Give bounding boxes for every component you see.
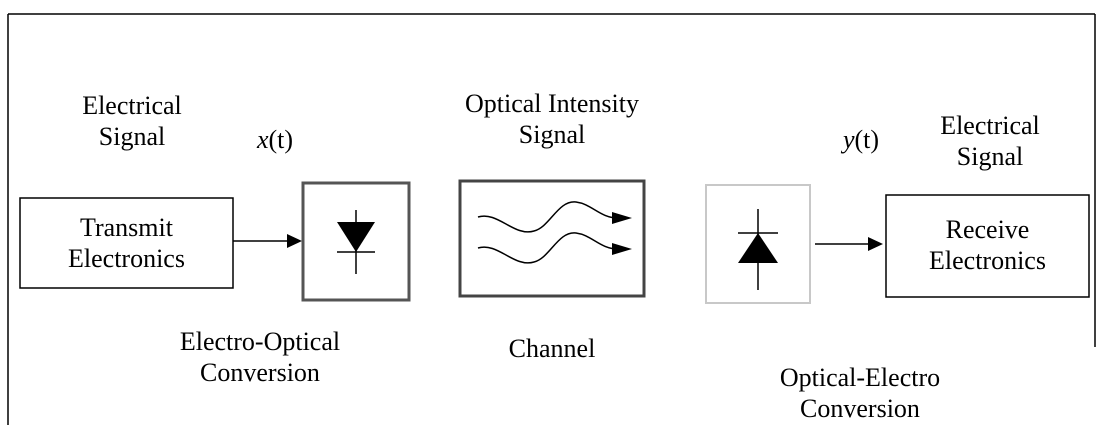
receive-line1: Receive xyxy=(945,215,1030,244)
transmit-line2: Electronics xyxy=(68,244,185,273)
x-signal-variable: x xyxy=(256,125,269,154)
y-signal-argument: (t) xyxy=(854,125,880,154)
electrical-signal-right-line2: Signal xyxy=(956,142,1024,171)
y-signal-label: y(t) xyxy=(826,124,896,155)
led-diode-icon xyxy=(337,210,375,274)
receive-electronics-label: Receive Electronics xyxy=(886,214,1089,276)
channel-label: Channel xyxy=(508,334,596,363)
optical-intensity-signal-label: Optical Intensity Signal xyxy=(432,88,672,150)
optical-wave-icon xyxy=(477,201,619,264)
x-signal-argument: (t) xyxy=(268,125,294,154)
optical-intensity-line2: Signal xyxy=(518,120,586,149)
electrical-signal-right-line1: Electrical xyxy=(940,111,1040,140)
electro-optical-conversion-label: Electro-Optical Conversion xyxy=(140,326,380,388)
arrowhead-transmit-to-led xyxy=(287,234,302,248)
transmit-line1: Transmit xyxy=(80,213,173,242)
electro-optical-line2: Conversion xyxy=(200,358,320,387)
y-signal-variable: y xyxy=(842,125,855,154)
electro-optical-line1: Electro-Optical xyxy=(179,327,341,356)
photodiode-icon xyxy=(738,209,778,290)
receive-line2: Electronics xyxy=(929,246,1046,275)
led-box xyxy=(301,181,411,302)
optical-electro-conversion-label: Optical-Electro Conversion xyxy=(740,362,980,424)
receive-electronics-box xyxy=(885,194,1090,298)
optical-electro-line2: Conversion xyxy=(800,394,920,423)
optical-electro-line1: Optical-Electro xyxy=(779,363,941,392)
electrical-signal-left-line2: Signal xyxy=(98,122,166,151)
arrowhead-photodiode-to-receive xyxy=(868,237,883,251)
electrical-signal-left-line1: Electrical xyxy=(82,91,182,120)
x-signal-label: x(t) xyxy=(240,124,310,155)
optical-intensity-line1: Optical Intensity xyxy=(464,89,639,118)
transmit-electronics-label: Transmit Electronics xyxy=(20,212,233,274)
electrical-signal-left-label: Electrical Signal xyxy=(52,90,212,152)
channel-arrowhead-bottom xyxy=(612,243,632,255)
transmit-electronics-box xyxy=(19,197,234,289)
electrical-signal-right-label: Electrical Signal xyxy=(910,110,1070,172)
channel-box xyxy=(458,179,646,298)
channel-arrowhead-top xyxy=(612,212,632,224)
